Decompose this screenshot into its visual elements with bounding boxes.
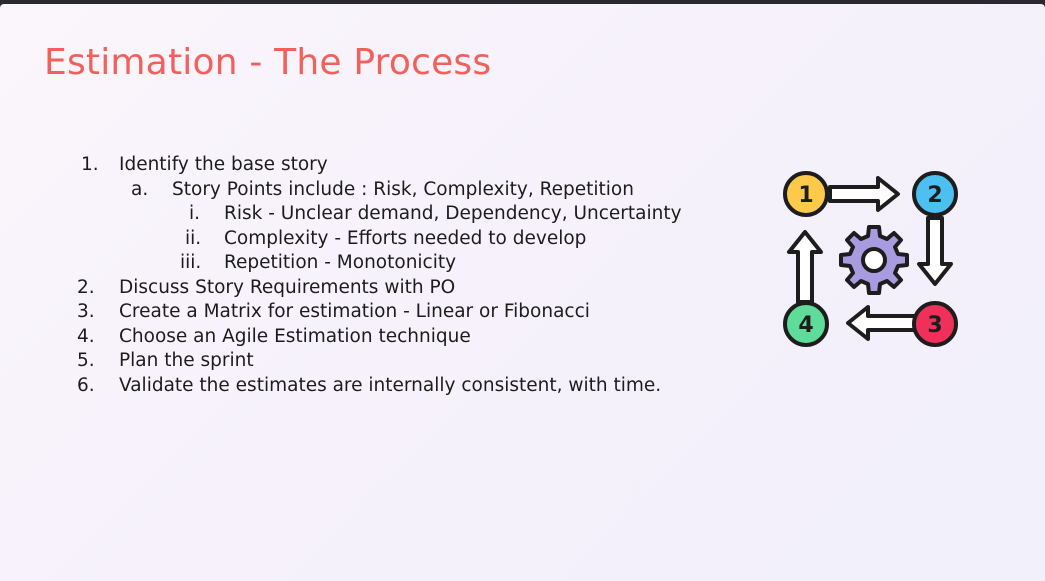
list-marker: a.: [131, 179, 149, 200]
list-item-text: Validate the estimates are internally co…: [119, 375, 662, 396]
list-item-text: Story Points include : Risk, Complexity,…: [172, 179, 634, 200]
list-marker: 4.: [77, 326, 95, 347]
list-marker: iii.: [180, 252, 202, 273]
step-3-badge: [912, 301, 958, 347]
step-2-label: 2: [927, 183, 942, 208]
list-marker: ii.: [185, 228, 202, 249]
list-marker: 5.: [77, 350, 95, 371]
step-1-badge: [783, 171, 829, 217]
list-marker: 3.: [77, 301, 95, 322]
list-item-text: Identify the base story: [119, 154, 328, 175]
process-cycle-gear-icon: 1 2 3 4: [783, 171, 958, 347]
list-marker: 1.: [81, 154, 99, 175]
list-item-text: Create a Matrix for estimation - Linear …: [119, 301, 590, 322]
list-item-text: Choose an Agile Estimation technique: [119, 326, 471, 347]
arrow-down-icon: [917, 216, 953, 286]
slide: Estimation - The Process 1. Identify the…: [0, 4, 1045, 581]
list-marker: 2.: [77, 277, 95, 298]
step-1-label: 1: [798, 183, 813, 208]
arrow-left-icon: [846, 305, 918, 341]
step-4-label: 4: [798, 313, 813, 338]
step-4-badge: [783, 301, 829, 347]
list-item-text: Risk - Unclear demand, Dependency, Uncer…: [224, 203, 682, 224]
list-marker: i.: [189, 203, 201, 224]
list-item-text: Complexity - Efforts needed to develop: [224, 228, 587, 249]
step-2-badge: [912, 171, 958, 217]
slide-title: Estimation - The Process: [44, 42, 492, 83]
step-3-label: 3: [927, 313, 942, 338]
gear-icon: [839, 225, 909, 295]
list-item-text: Repetition - Monotonicity: [224, 252, 457, 273]
list-item-text: Plan the sprint: [119, 350, 254, 371]
arrow-up-icon: [787, 230, 823, 304]
arrow-right-icon: [828, 176, 900, 212]
list-marker: 6.: [77, 375, 95, 396]
list-item-text: Discuss Story Requirements with PO: [119, 277, 456, 298]
